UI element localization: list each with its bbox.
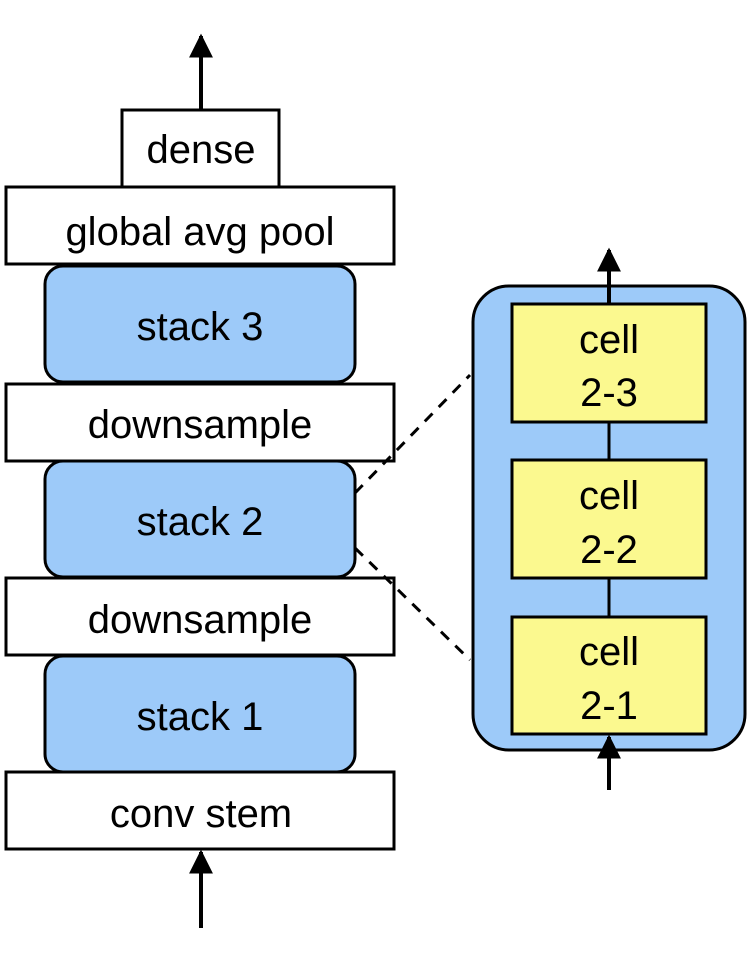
cell-2-3-line1: cell [579,318,639,362]
stack-1: stack 1 [43,654,357,774]
global-pool-layer: global avg pool [4,185,396,266]
cell-2-1-line1: cell [579,630,639,674]
stack-3-label: stack 3 [137,305,264,349]
zoom-connector-bottom [353,546,472,662]
zoom-connector-top [353,373,472,495]
dense-layer: dense [120,108,281,189]
stack-3: stack 3 [43,264,357,384]
downsample-lower-label: downsample [88,598,313,642]
cell-2-2-line1: cell [579,474,639,518]
cell-2-1-line2: 2-1 [580,684,638,728]
downsample-layer-lower: downsample [4,576,396,657]
conv-stem-layer: conv stem [4,770,396,851]
stack-2-label: stack 2 [137,500,264,544]
stack-2: stack 2 [43,459,357,579]
cell-2-3-line2: 2-3 [580,371,638,415]
global-pool-label: global avg pool [65,210,334,254]
dense-label: dense [147,128,256,172]
cell-2-3: cell 2-3 [510,302,708,424]
stack-1-label: stack 1 [137,695,264,739]
downsample-layer-upper: downsample [4,382,396,463]
downsample-upper-label: downsample [88,403,313,447]
cell-2-2: cell 2-2 [510,458,708,580]
conv-stem-label: conv stem [110,792,292,836]
cell-2-1: cell 2-1 [510,615,708,736]
cell-2-2-line2: 2-2 [580,528,638,572]
